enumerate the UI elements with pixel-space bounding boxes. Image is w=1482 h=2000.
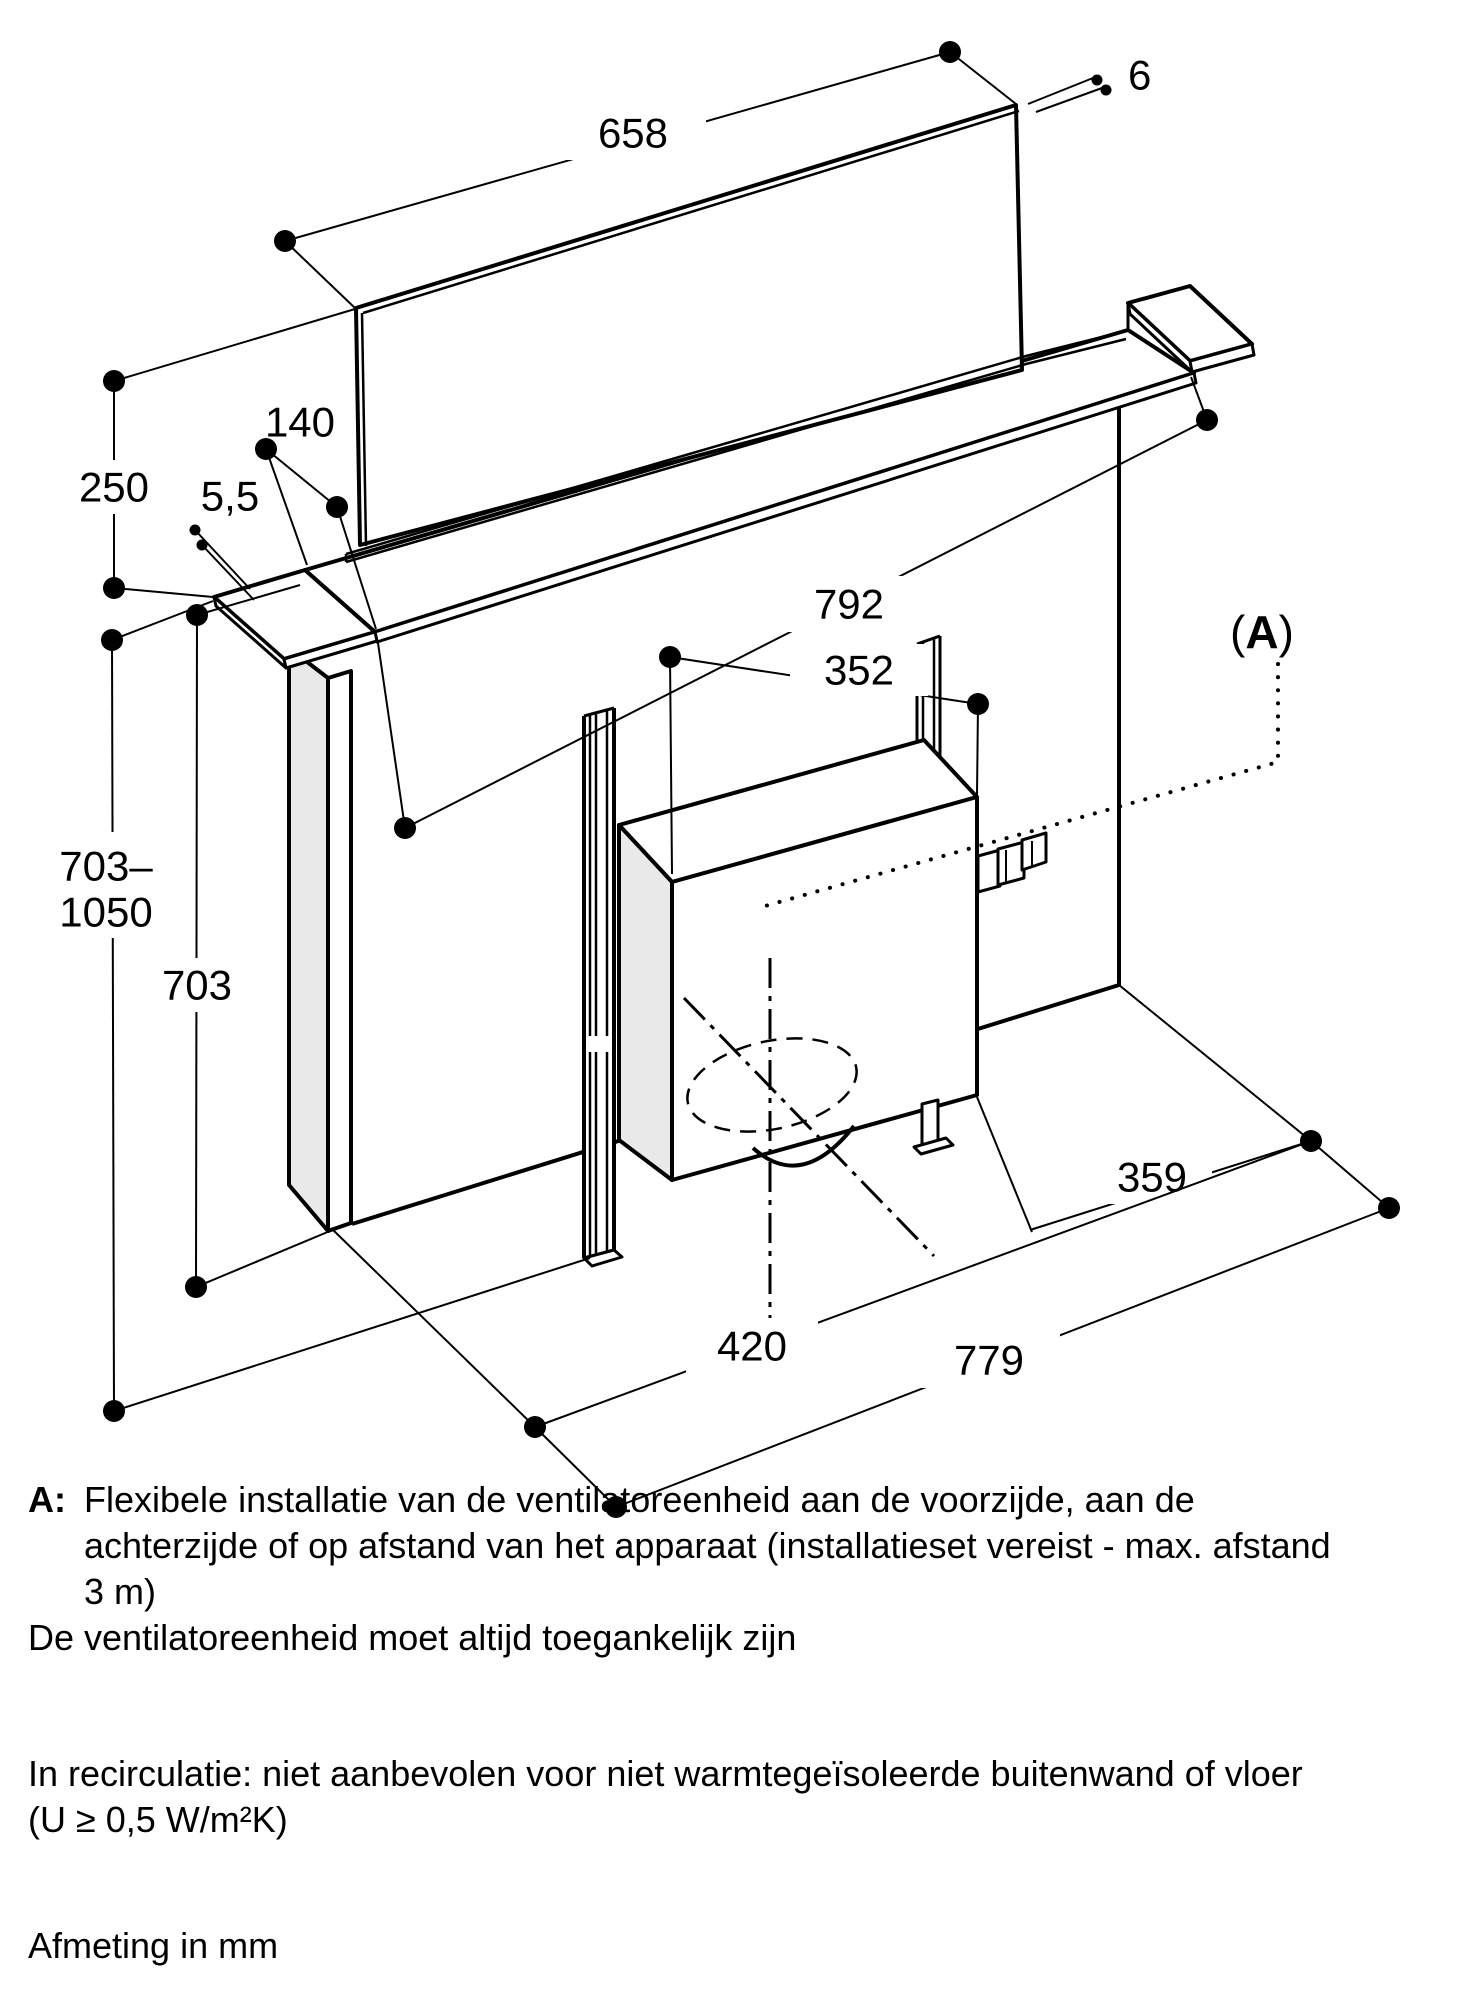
dim-label-420: 420 xyxy=(717,1323,787,1370)
dim-label-6: 6 xyxy=(1128,52,1151,99)
trim-channel-lip xyxy=(344,329,1127,564)
dimension-5-5: 5,5 xyxy=(189,473,259,601)
dim-label-140: 140 xyxy=(265,399,335,446)
outlet-centerlines xyxy=(682,958,936,1318)
power-connector xyxy=(976,831,1048,894)
notes-block: A: Flexibele installatie van de ventilat… xyxy=(28,1479,1331,1966)
note-line-3: 3 m) xyxy=(84,1571,156,1612)
dimension-792: 792 xyxy=(377,376,1218,839)
dim-label-703-1050-a: 703– xyxy=(59,843,153,890)
countertop-patch xyxy=(212,568,379,670)
dimension-658: 658 xyxy=(274,41,1017,310)
note-line-5: In recirculatie: niet aanbevolen voor ni… xyxy=(28,1753,1303,1794)
dim-label-658: 658 xyxy=(598,110,668,157)
dimension-420: 420 xyxy=(524,1140,1312,1438)
air-outlet-arc xyxy=(751,1124,856,1168)
dim-label-352: 352 xyxy=(824,647,894,694)
note-line-6: (U ≥ 0,5 W/m²K) xyxy=(28,1799,288,1840)
note-line-2: achterzijde of op afstand van het appara… xyxy=(84,1525,1331,1566)
annotation-A-label: (A) xyxy=(1230,606,1294,658)
dimension-6: 6 xyxy=(1027,52,1151,113)
dim-label-792: 792 xyxy=(814,581,884,628)
trim-right-end-cap xyxy=(1126,284,1256,374)
dimension-140: 140 xyxy=(255,399,377,630)
left-mounting-rail xyxy=(582,706,624,1268)
note-a-prefix: A: xyxy=(28,1479,66,1520)
air-outlet-dashed-circle xyxy=(686,1037,858,1133)
dim-label-779: 779 xyxy=(954,1337,1024,1384)
dim-label-359: 359 xyxy=(1117,1154,1187,1201)
dimension-703-1050: 703– 1050 xyxy=(44,600,214,1422)
dimension-779: 779 xyxy=(605,1197,1400,1518)
dim-label-5-5: 5,5 xyxy=(201,473,259,520)
dim-label-250: 250 xyxy=(79,464,149,511)
dim-label-703-1050-b: 1050 xyxy=(59,889,152,936)
dimension-703: 703 xyxy=(146,584,331,1298)
note-line-7: Afmeting in mm xyxy=(28,1925,278,1966)
dimension-250: 250 xyxy=(70,308,356,599)
chimney-duct xyxy=(287,646,353,1233)
dim-label-703: 703 xyxy=(162,962,232,1009)
dimension-352: 352 xyxy=(659,644,989,875)
foot-bracket xyxy=(912,1098,955,1156)
note-line-1: Flexibele installatie van de ventilatore… xyxy=(84,1479,1195,1520)
note-line-4: De ventilatoreenheid moet altijd toegank… xyxy=(28,1617,796,1658)
dimension-359: 359 xyxy=(976,1096,1322,1233)
glass-screen-panel xyxy=(354,103,1024,547)
annotation-A: (A) xyxy=(756,606,1294,910)
floor-lines xyxy=(113,984,1390,1508)
fan-unit-box xyxy=(617,738,1048,1182)
